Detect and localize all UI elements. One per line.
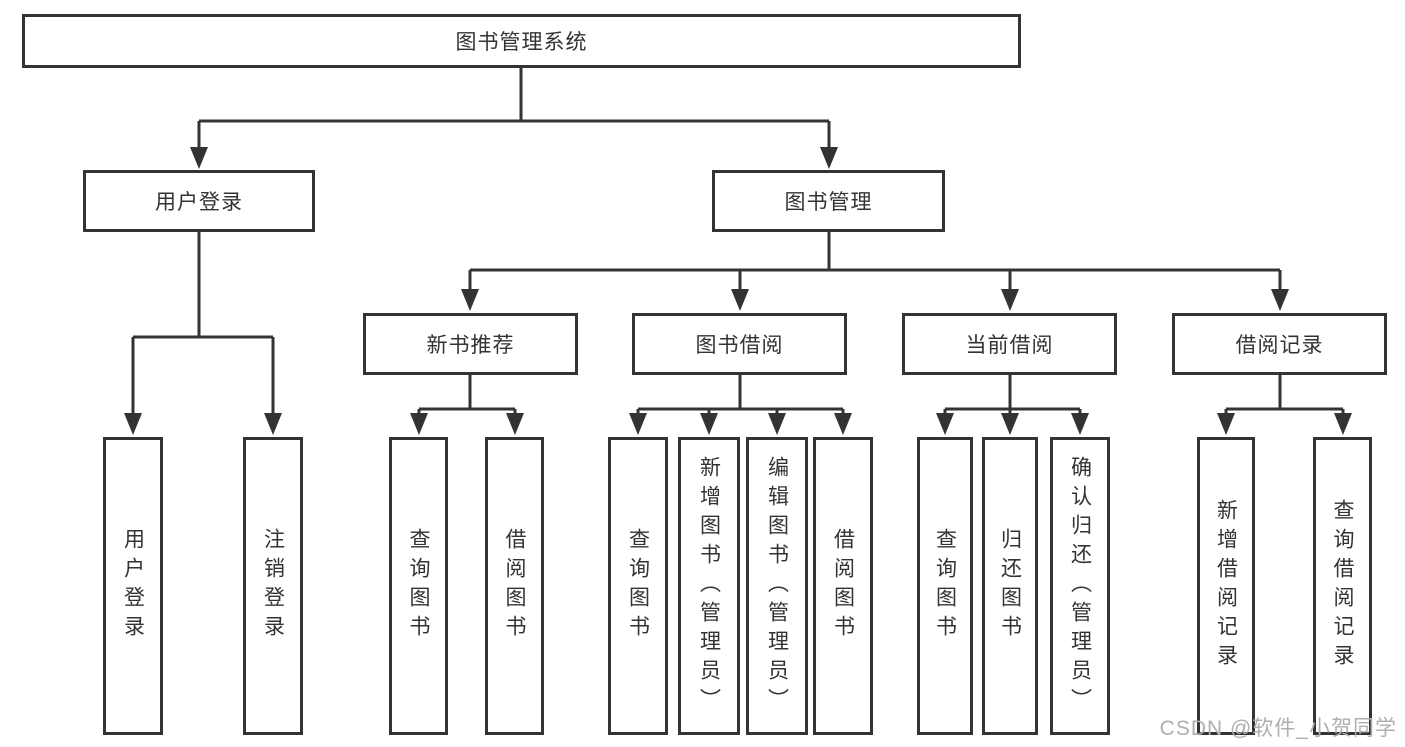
node-label: 查询图书	[407, 528, 430, 644]
node-label: 确认归还（管理员）	[1068, 455, 1092, 717]
node-label: 归还图书	[998, 528, 1022, 644]
node-label: 借阅记录	[1235, 334, 1324, 357]
edges-book-borrow-branch	[629, 375, 852, 435]
node-label: 用户登录	[155, 191, 243, 214]
leaf-borrow-books-recommend: 借阅图书	[485, 437, 544, 735]
node-book-management: 图书管理	[712, 170, 945, 232]
watermark: CSDN @软件_小贺同学	[1159, 717, 1397, 740]
leaf-return-books: 归还图书	[982, 437, 1038, 735]
leaf-query-books-borrowing: 查询图书	[608, 437, 668, 735]
node-label: 编辑图书（管理员）	[765, 455, 789, 717]
leaf-add-books-admin: 新增图书（管理员）	[678, 437, 740, 735]
leaf-confirm-return-admin: 确认归还（管理员）	[1050, 437, 1110, 735]
node-label: 查询借阅记录	[1331, 499, 1354, 673]
node-label: 用户登录	[121, 528, 145, 644]
edges-root-to-level2	[190, 68, 838, 169]
node-label: 图书管理系统	[455, 31, 588, 54]
node-book-borrowing: 图书借阅	[632, 313, 847, 375]
edges-new-book-branch	[410, 375, 524, 435]
node-label: 新书推荐	[426, 334, 515, 357]
leaf-query-books-recommend: 查询图书	[389, 437, 448, 735]
node-label: 新增借阅记录	[1214, 499, 1238, 673]
node-label: 图书借阅	[695, 334, 784, 357]
leaf-add-borrow-record: 新增借阅记录	[1197, 437, 1255, 735]
node-label: 借阅图书	[503, 528, 526, 644]
edges-user-login-branch	[124, 232, 282, 435]
leaf-edit-books-admin: 编辑图书（管理员）	[746, 437, 808, 735]
node-user-login: 用户登录	[83, 170, 315, 232]
leaf-query-borrow-record: 查询借阅记录	[1313, 437, 1372, 735]
node-label: 借阅图书	[831, 528, 855, 644]
leaf-user-login: 用户登录	[103, 437, 163, 735]
node-new-book-recommendation: 新书推荐	[363, 313, 578, 375]
node-label: 注销登录	[261, 528, 285, 644]
leaf-logout: 注销登录	[243, 437, 303, 735]
edges-book-management-to-level3	[461, 232, 1289, 311]
node-label: 查询图书	[626, 528, 650, 644]
leaf-query-books-current: 查询图书	[917, 437, 973, 735]
node-library-system: 图书管理系统	[22, 14, 1021, 68]
node-label: 当前借阅	[965, 334, 1054, 357]
edges-borrow-record-branch	[1217, 375, 1352, 435]
leaf-borrow-books-borrowing: 借阅图书	[813, 437, 873, 735]
node-label: 新增图书（管理员）	[697, 455, 721, 717]
edges-current-borrow-branch	[936, 375, 1089, 435]
node-label: 查询图书	[933, 528, 957, 644]
node-borrowing-records: 借阅记录	[1172, 313, 1387, 375]
node-label: 图书管理	[784, 191, 873, 214]
node-current-borrowing: 当前借阅	[902, 313, 1117, 375]
